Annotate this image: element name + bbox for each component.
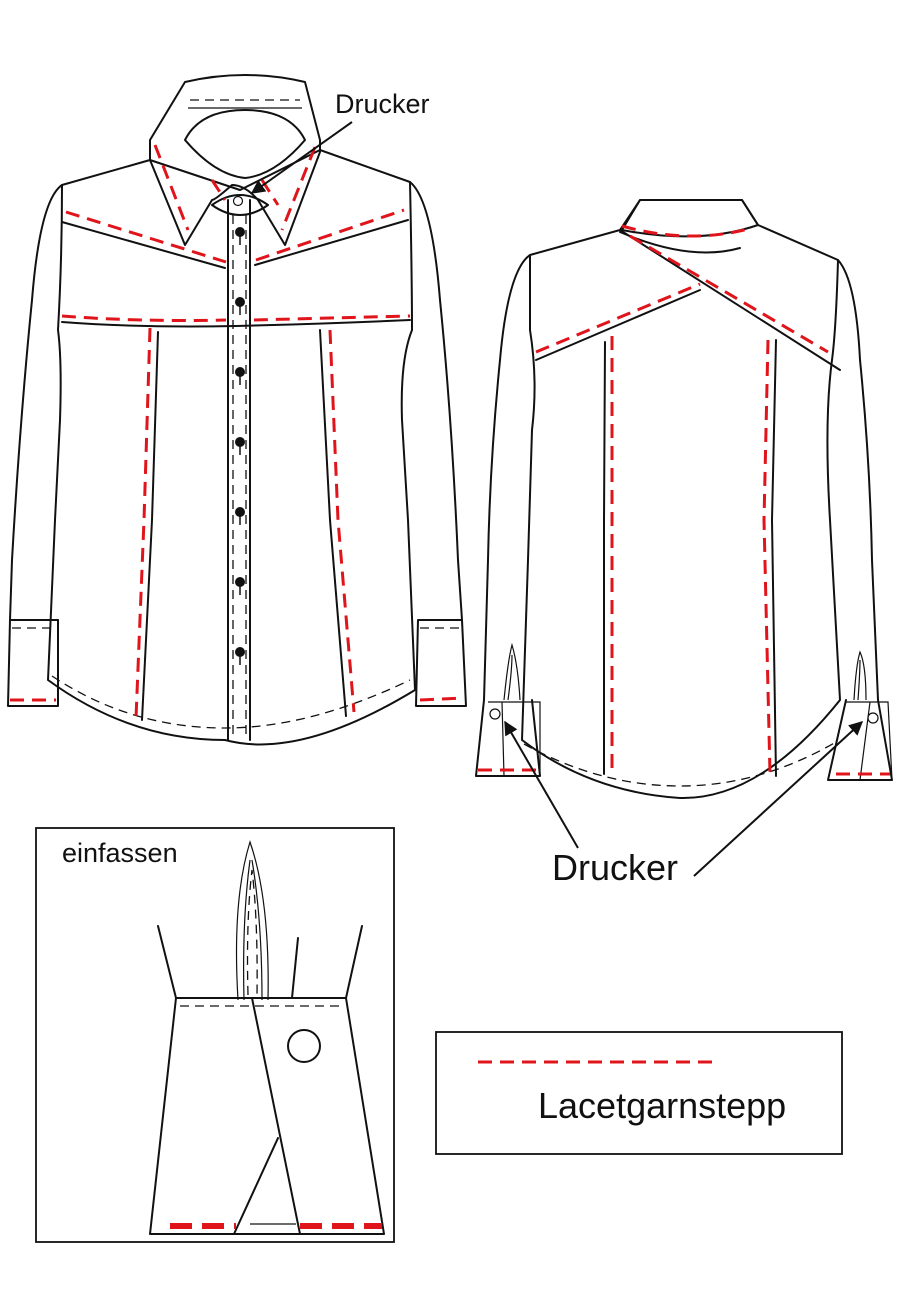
- stitch-collar-left: [153, 144, 190, 231]
- cuff-detail-drawing: [149, 840, 385, 1235]
- back-left-cuff-slit: [488, 701, 541, 777]
- shirt-front-view: [7, 74, 467, 746]
- front-hem-stitch: [51, 675, 411, 729]
- stitch-back-collar: [621, 224, 753, 238]
- cuff-detail-overlap: [233, 997, 301, 1235]
- back-left-cuff-snap: [489, 708, 501, 720]
- detail-title: einfassen: [62, 838, 178, 868]
- stitch-cuff-right: [419, 696, 465, 702]
- front-collar-neck: [184, 109, 306, 179]
- printer-arrow-left: [504, 720, 579, 849]
- front-button: [235, 507, 245, 517]
- back-hem-stitch: [523, 741, 837, 787]
- legend-label: Lacetgarnstepp: [538, 1085, 786, 1126]
- back-right-placket-tab: [853, 650, 867, 701]
- printer-label-top: Drucker: [335, 89, 430, 119]
- back-left-sleeve: [475, 254, 541, 777]
- front-button: [235, 227, 245, 237]
- cuff-detail-placket-stitch: [246, 869, 258, 996]
- shirt-back-view: [475, 199, 893, 800]
- cuff-detail-outline: [149, 997, 385, 1235]
- stitch-panel-right: [328, 329, 356, 713]
- printer-arrow-right: [693, 721, 864, 877]
- front-yoke-right: [254, 219, 409, 266]
- back-left-panel-seam: [603, 341, 606, 775]
- front-button: [235, 297, 245, 307]
- back-body-outline: [521, 199, 841, 800]
- front-right-panel-seam: [319, 329, 347, 717]
- stitch-collar-notch-left: [210, 179, 227, 201]
- stitch-waist-left: [61, 314, 227, 322]
- front-lacet-stitching: [10, 144, 465, 719]
- front-left-sleeve: [7, 184, 63, 707]
- front-button: [235, 577, 245, 587]
- cuff-detail-snap: [287, 1029, 321, 1063]
- back-right-sleeve: [827, 259, 893, 781]
- stitch-panel-left: [134, 327, 152, 719]
- front-body-outline: [47, 149, 416, 746]
- front-button: [235, 437, 245, 447]
- back-yoke-seam: [535, 229, 841, 371]
- legend-box: [435, 1031, 843, 1155]
- stitch-collar-right: [280, 146, 317, 231]
- stitch-back-panel-right: [762, 339, 772, 775]
- front-right-sleeve: [409, 181, 467, 707]
- stitch-yoke-left: [65, 210, 227, 264]
- cuff-detail-sleeve-lines: [157, 925, 363, 999]
- back-right-cuff-snap: [867, 712, 879, 724]
- back-right-panel-seam: [771, 339, 777, 777]
- front-button: [235, 367, 245, 377]
- front-buttons: [235, 227, 245, 665]
- stitch-back-yoke-left: [535, 282, 701, 354]
- printer-arrow-top: [250, 121, 353, 194]
- stitch-back-yoke-right: [629, 234, 829, 354]
- front-collar: [149, 74, 321, 246]
- printer-snap-top: [232, 195, 244, 207]
- front-button: [235, 647, 245, 657]
- front-left-panel-seam: [141, 331, 159, 721]
- front-waist-seam: [61, 319, 411, 328]
- back-left-placket-tab: [503, 642, 521, 701]
- stitch-waist-right: [253, 314, 411, 322]
- detail-box: [35, 827, 395, 1243]
- printer-label-bottom: Drucker: [552, 847, 678, 888]
- front-yoke-left: [61, 221, 226, 269]
- stitch-yoke-right: [255, 208, 405, 262]
- back-lacet-stitching: [478, 224, 890, 776]
- cuff-detail-placket: [235, 840, 269, 1001]
